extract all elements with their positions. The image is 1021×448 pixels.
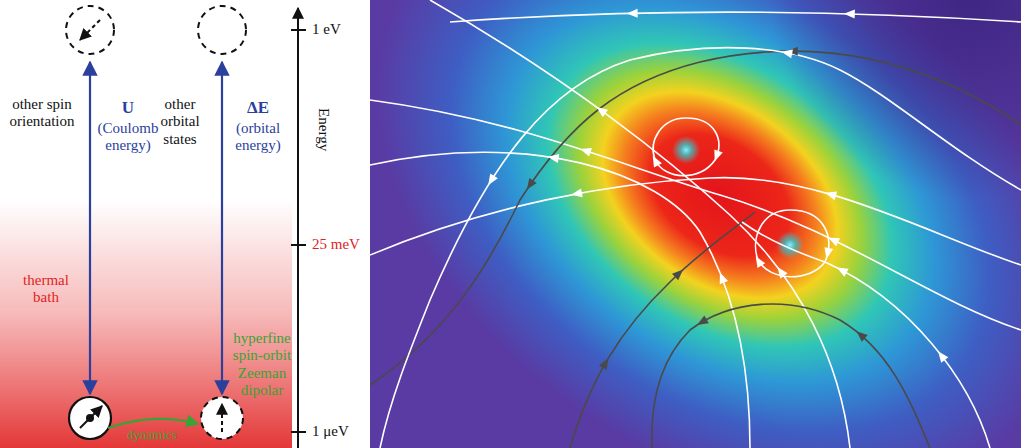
field-arrowhead (695, 316, 709, 329)
field-arrowhead (672, 266, 686, 280)
field-arrowhead (627, 9, 638, 18)
field-arrowhead (594, 103, 608, 117)
spin-arrow (80, 20, 100, 40)
field-line (430, 0, 850, 448)
orbital-state-circle (198, 6, 246, 54)
state-label: other orbital states (160, 96, 199, 148)
coulomb-arrow (89, 62, 91, 394)
state-label: other spin orientation (10, 96, 75, 131)
field-map (370, 0, 1021, 448)
field-arrowhead (935, 348, 949, 362)
field-line (570, 212, 755, 448)
field-arrowhead (774, 264, 788, 278)
field-arrowhead (835, 264, 849, 277)
tick (291, 431, 306, 433)
energy-symbol: ΔE (247, 98, 269, 118)
field-arrowhead (752, 254, 765, 268)
field-arrowhead (780, 47, 792, 58)
field-arrowhead (649, 154, 662, 168)
field-ground (370, 0, 1021, 448)
field-arrowhead (822, 247, 833, 260)
field-arrowhead (854, 328, 868, 342)
region-label: thermal bath (23, 272, 69, 307)
field-arrowhead (579, 145, 592, 157)
energy-symbol: U (122, 98, 134, 118)
axis-title: Energy (315, 108, 332, 151)
tick-label: 1 μeV (312, 423, 349, 440)
field-line (370, 152, 750, 448)
field-corner (370, 0, 1021, 448)
vortex (776, 231, 804, 259)
field-line (742, 222, 990, 448)
energy-axis (297, 8, 299, 448)
tick (291, 244, 306, 246)
field-line (450, 12, 1021, 22)
tick (291, 29, 306, 31)
field-line (652, 304, 930, 448)
spin-arrow (221, 404, 223, 432)
field-arrowhead (844, 9, 855, 18)
dynamics-arrow (108, 419, 198, 428)
field-line (370, 51, 1021, 385)
field-arrowhead (711, 149, 723, 162)
field-arrowhead (570, 188, 582, 199)
field-line (653, 118, 719, 176)
field-arrowhead (523, 178, 537, 192)
field-arrowhead (547, 152, 559, 163)
dynamic-spin-circle (201, 397, 243, 439)
field-line (756, 210, 829, 277)
process-label: dynamics (127, 428, 177, 443)
field-arrowhead (484, 173, 497, 187)
field-arrowhead (826, 233, 840, 246)
excited-spin-circle (66, 6, 114, 54)
tick-label: 1 eV (312, 21, 341, 38)
field-line (380, 48, 1021, 448)
tick-label: 25 meV (312, 236, 360, 253)
orbital-arrow (221, 62, 223, 394)
interaction-list: hyperfine spin-orbit Zeeman dipolar (225, 330, 299, 399)
thermal-bath-gradient (0, 200, 292, 448)
field-arrowhead (716, 271, 728, 285)
vortex (672, 136, 700, 164)
field-line (370, 100, 1021, 330)
field-arrowhead (599, 356, 612, 370)
energy-note: (Coulomb energy) (98, 120, 159, 155)
energy-diagram (0, 0, 370, 448)
spin-arrow (80, 406, 102, 428)
field-arrowhead (824, 188, 837, 200)
energy-note: (orbital energy) (235, 120, 281, 155)
spin-circle (69, 397, 111, 439)
spin-dot (86, 414, 94, 422)
